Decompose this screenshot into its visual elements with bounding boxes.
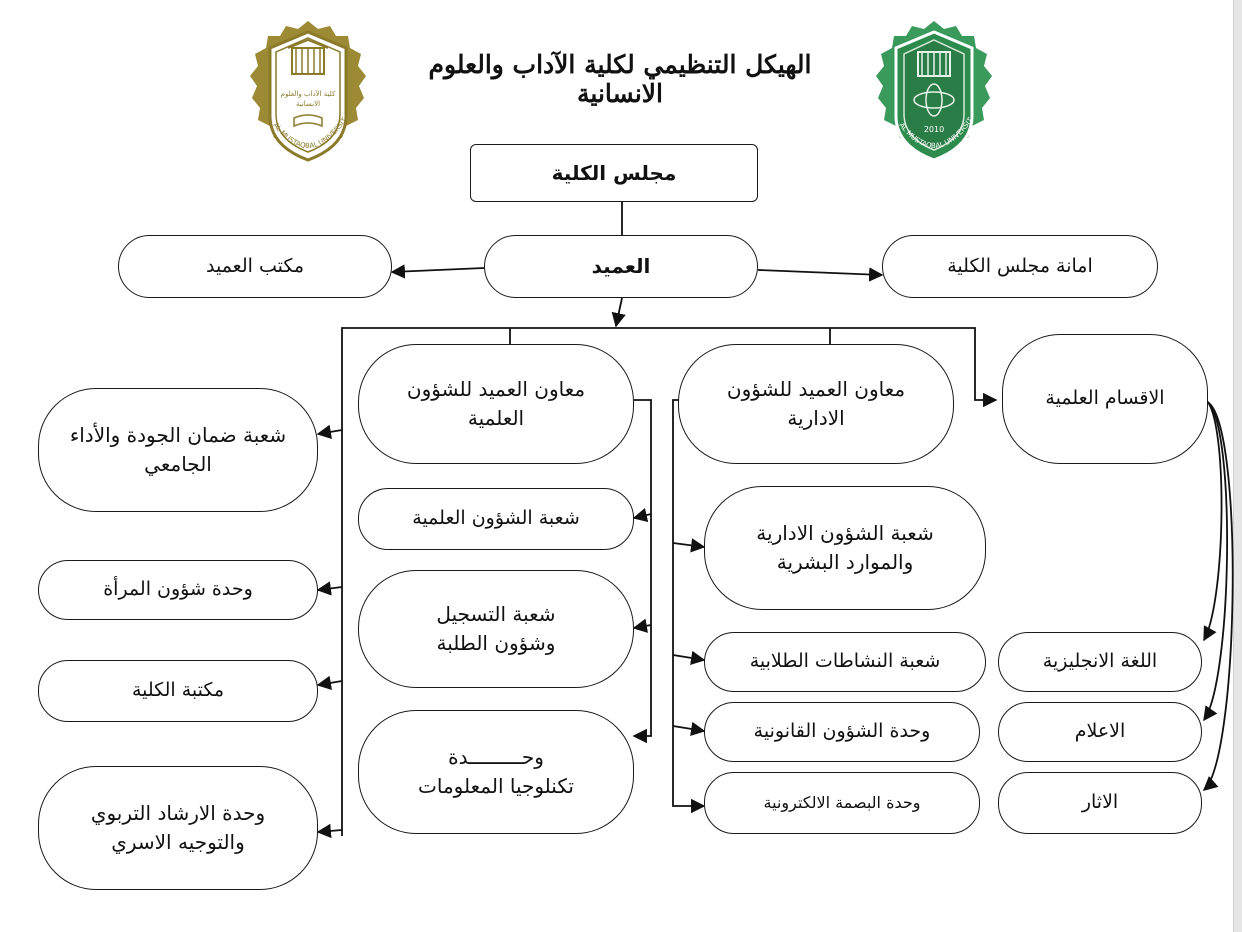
node-college-library: مكتبة الكلية — [38, 660, 318, 722]
node-educational-guidance: وحدة الارشاد التربوي والتوجيه الاسري — [38, 766, 318, 890]
node-women-affairs: وحدة شؤون المرأة — [38, 560, 318, 620]
node-scientific-affairs: شعبة الشؤون العلمية — [358, 488, 634, 550]
left-university-logo: كلية الآداب والعلوم الانسانية AL MUSTAQB… — [243, 12, 370, 166]
node-scientific-assistant: معاون العميد للشؤون العلمية — [358, 344, 634, 464]
node-it-unit-line2: تكنلوجيا المعلومات — [418, 774, 574, 798]
node-dean: العميد — [484, 235, 758, 298]
node-admin-assistant: معاون العميد للشؤون الادارية — [678, 344, 954, 464]
node-dept-english: اللغة الانجليزية — [998, 632, 1202, 692]
left-logo-text-1: كلية الآداب والعلوم — [281, 89, 336, 98]
node-it-unit-line1: وحـــــــــدة — [448, 745, 544, 769]
left-logo-text-2: الانسانية — [296, 100, 320, 108]
node-student-activities: شعبة النشاطات الطلابية — [704, 632, 986, 692]
node-dept-archaeology: الاثار — [998, 772, 1202, 834]
node-college-council: مجلس الكلية — [470, 144, 758, 202]
node-dept-media: الاعلام — [998, 702, 1202, 762]
page-edge — [1233, 0, 1242, 932]
node-quality-assurance: شعبة ضمان الجودة والأداء الجامعي — [38, 388, 318, 512]
node-legal-affairs: وحدة الشؤون القانونية — [704, 702, 980, 762]
node-registration: شعبة التسجيل وشؤون الطلبة — [358, 570, 634, 688]
node-admin-hr: شعبة الشؤون الادارية والموارد البشرية — [704, 486, 986, 610]
right-university-logo: 2010 AL MUSTAQBAL UNIVERSITY — [869, 12, 996, 166]
right-logo-year: 2010 — [924, 125, 944, 134]
node-electronic-fingerprint: وحدة البصمة الالكترونية — [704, 772, 980, 834]
node-council-secretariat: امانة مجلس الكلية — [882, 235, 1158, 298]
node-it-unit: وحـــــــــدة تكنلوجيا المعلومات — [358, 710, 634, 834]
node-academic-departments: الاقسام العلمية — [1002, 334, 1208, 464]
chart-title: الهيكل التنظيمي لكلية الآداب والعلوم الا… — [428, 50, 812, 108]
node-dean-office: مكتب العميد — [118, 235, 392, 298]
